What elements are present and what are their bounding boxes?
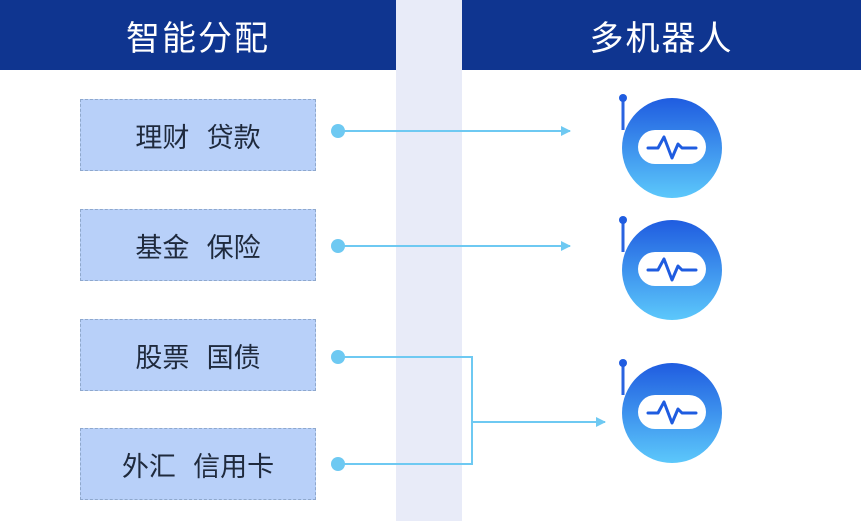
- category-box-finance-loan: 理财 贷款: [80, 99, 316, 171]
- category-box-forex-credit: 外汇 信用卡: [80, 428, 316, 500]
- robot-icon: [619, 216, 722, 320]
- header-left-title: 智能分配: [126, 18, 270, 59]
- category-label: 基金 保险: [135, 232, 261, 264]
- robot-icon: [619, 94, 722, 198]
- divider-strip: [396, 0, 462, 521]
- category-label: 股票 国债: [135, 342, 261, 374]
- connector-merge-line: [338, 356, 473, 465]
- header-right-title: 多机器人: [589, 18, 734, 59]
- category-box-fund-insurance: 基金 保险: [80, 209, 316, 281]
- header-multi-robot: 多机器人: [462, 0, 861, 70]
- category-label: 外汇 信用卡: [121, 451, 275, 483]
- category-label: 理财 贷款: [135, 122, 261, 154]
- header-intelligent-allocation: 智能分配: [0, 0, 396, 70]
- robot-icon: [619, 359, 722, 463]
- category-box-stock-bond: 股票 国债: [80, 319, 316, 391]
